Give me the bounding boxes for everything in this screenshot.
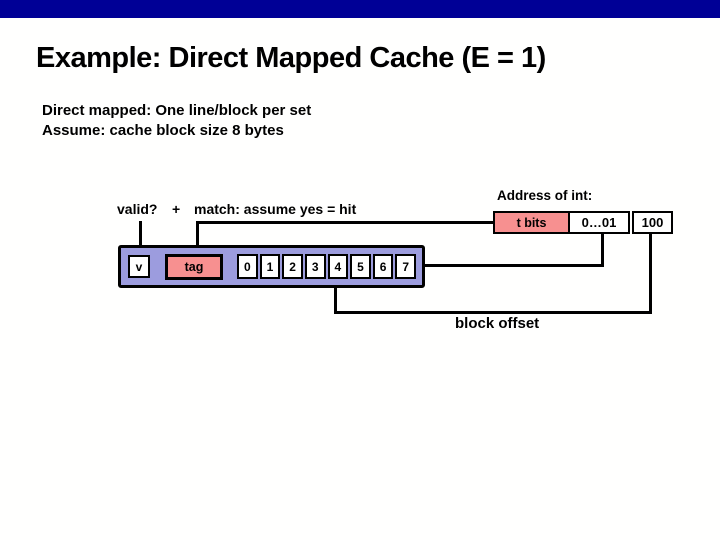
- block-cell-1: 1: [259, 254, 281, 279]
- connector-tag-vertical: [196, 221, 199, 255]
- connector-tag-to-tbits-horizontal: [196, 221, 495, 224]
- slide-body-text: Direct mapped: One line/block per set As…: [42, 101, 311, 141]
- connector-setbits-horizontal: [424, 264, 604, 267]
- connector-blockoffset-horizontal: [334, 311, 652, 314]
- slide-title: Example: Direct Mapped Cache (E = 1): [36, 42, 546, 74]
- valid-bit-box: v: [128, 255, 150, 278]
- connector-offsetbits-vertical: [649, 233, 652, 314]
- block-cell-3: 3: [304, 254, 326, 279]
- connector-valid-to-vbox: [139, 221, 142, 256]
- connector-setbits-vertical: [601, 233, 604, 267]
- top-banner: [0, 0, 720, 18]
- body-line-2: Assume: cache block size 8 bytes: [42, 122, 284, 139]
- address-set-bits-field: 0…01: [568, 211, 630, 234]
- address-t-bits-field: t bits: [493, 211, 570, 234]
- block-cell-4: 4: [327, 254, 349, 279]
- body-line-1: Direct mapped: One line/block per set: [42, 102, 312, 119]
- block-cell-2: 2: [282, 254, 303, 279]
- block-cell-5: 5: [350, 254, 371, 279]
- block-cells-row: 0 1 2 3 4 5 6 7: [237, 254, 416, 279]
- connector-cell4-vertical: [334, 278, 337, 314]
- block-offset-label: block offset: [455, 315, 540, 332]
- address-offset-bits-field: 100: [632, 211, 673, 234]
- plus-sign: +: [172, 201, 181, 217]
- block-cell-0: 0: [237, 254, 258, 279]
- block-cell-6: 6: [372, 254, 394, 279]
- address-of-int-label: Address of int:: [497, 188, 593, 203]
- tag-box: tag: [165, 254, 223, 280]
- match-label: match: assume yes = hit: [194, 201, 357, 217]
- block-cell-7: 7: [395, 254, 416, 279]
- valid-label: valid?: [117, 201, 158, 217]
